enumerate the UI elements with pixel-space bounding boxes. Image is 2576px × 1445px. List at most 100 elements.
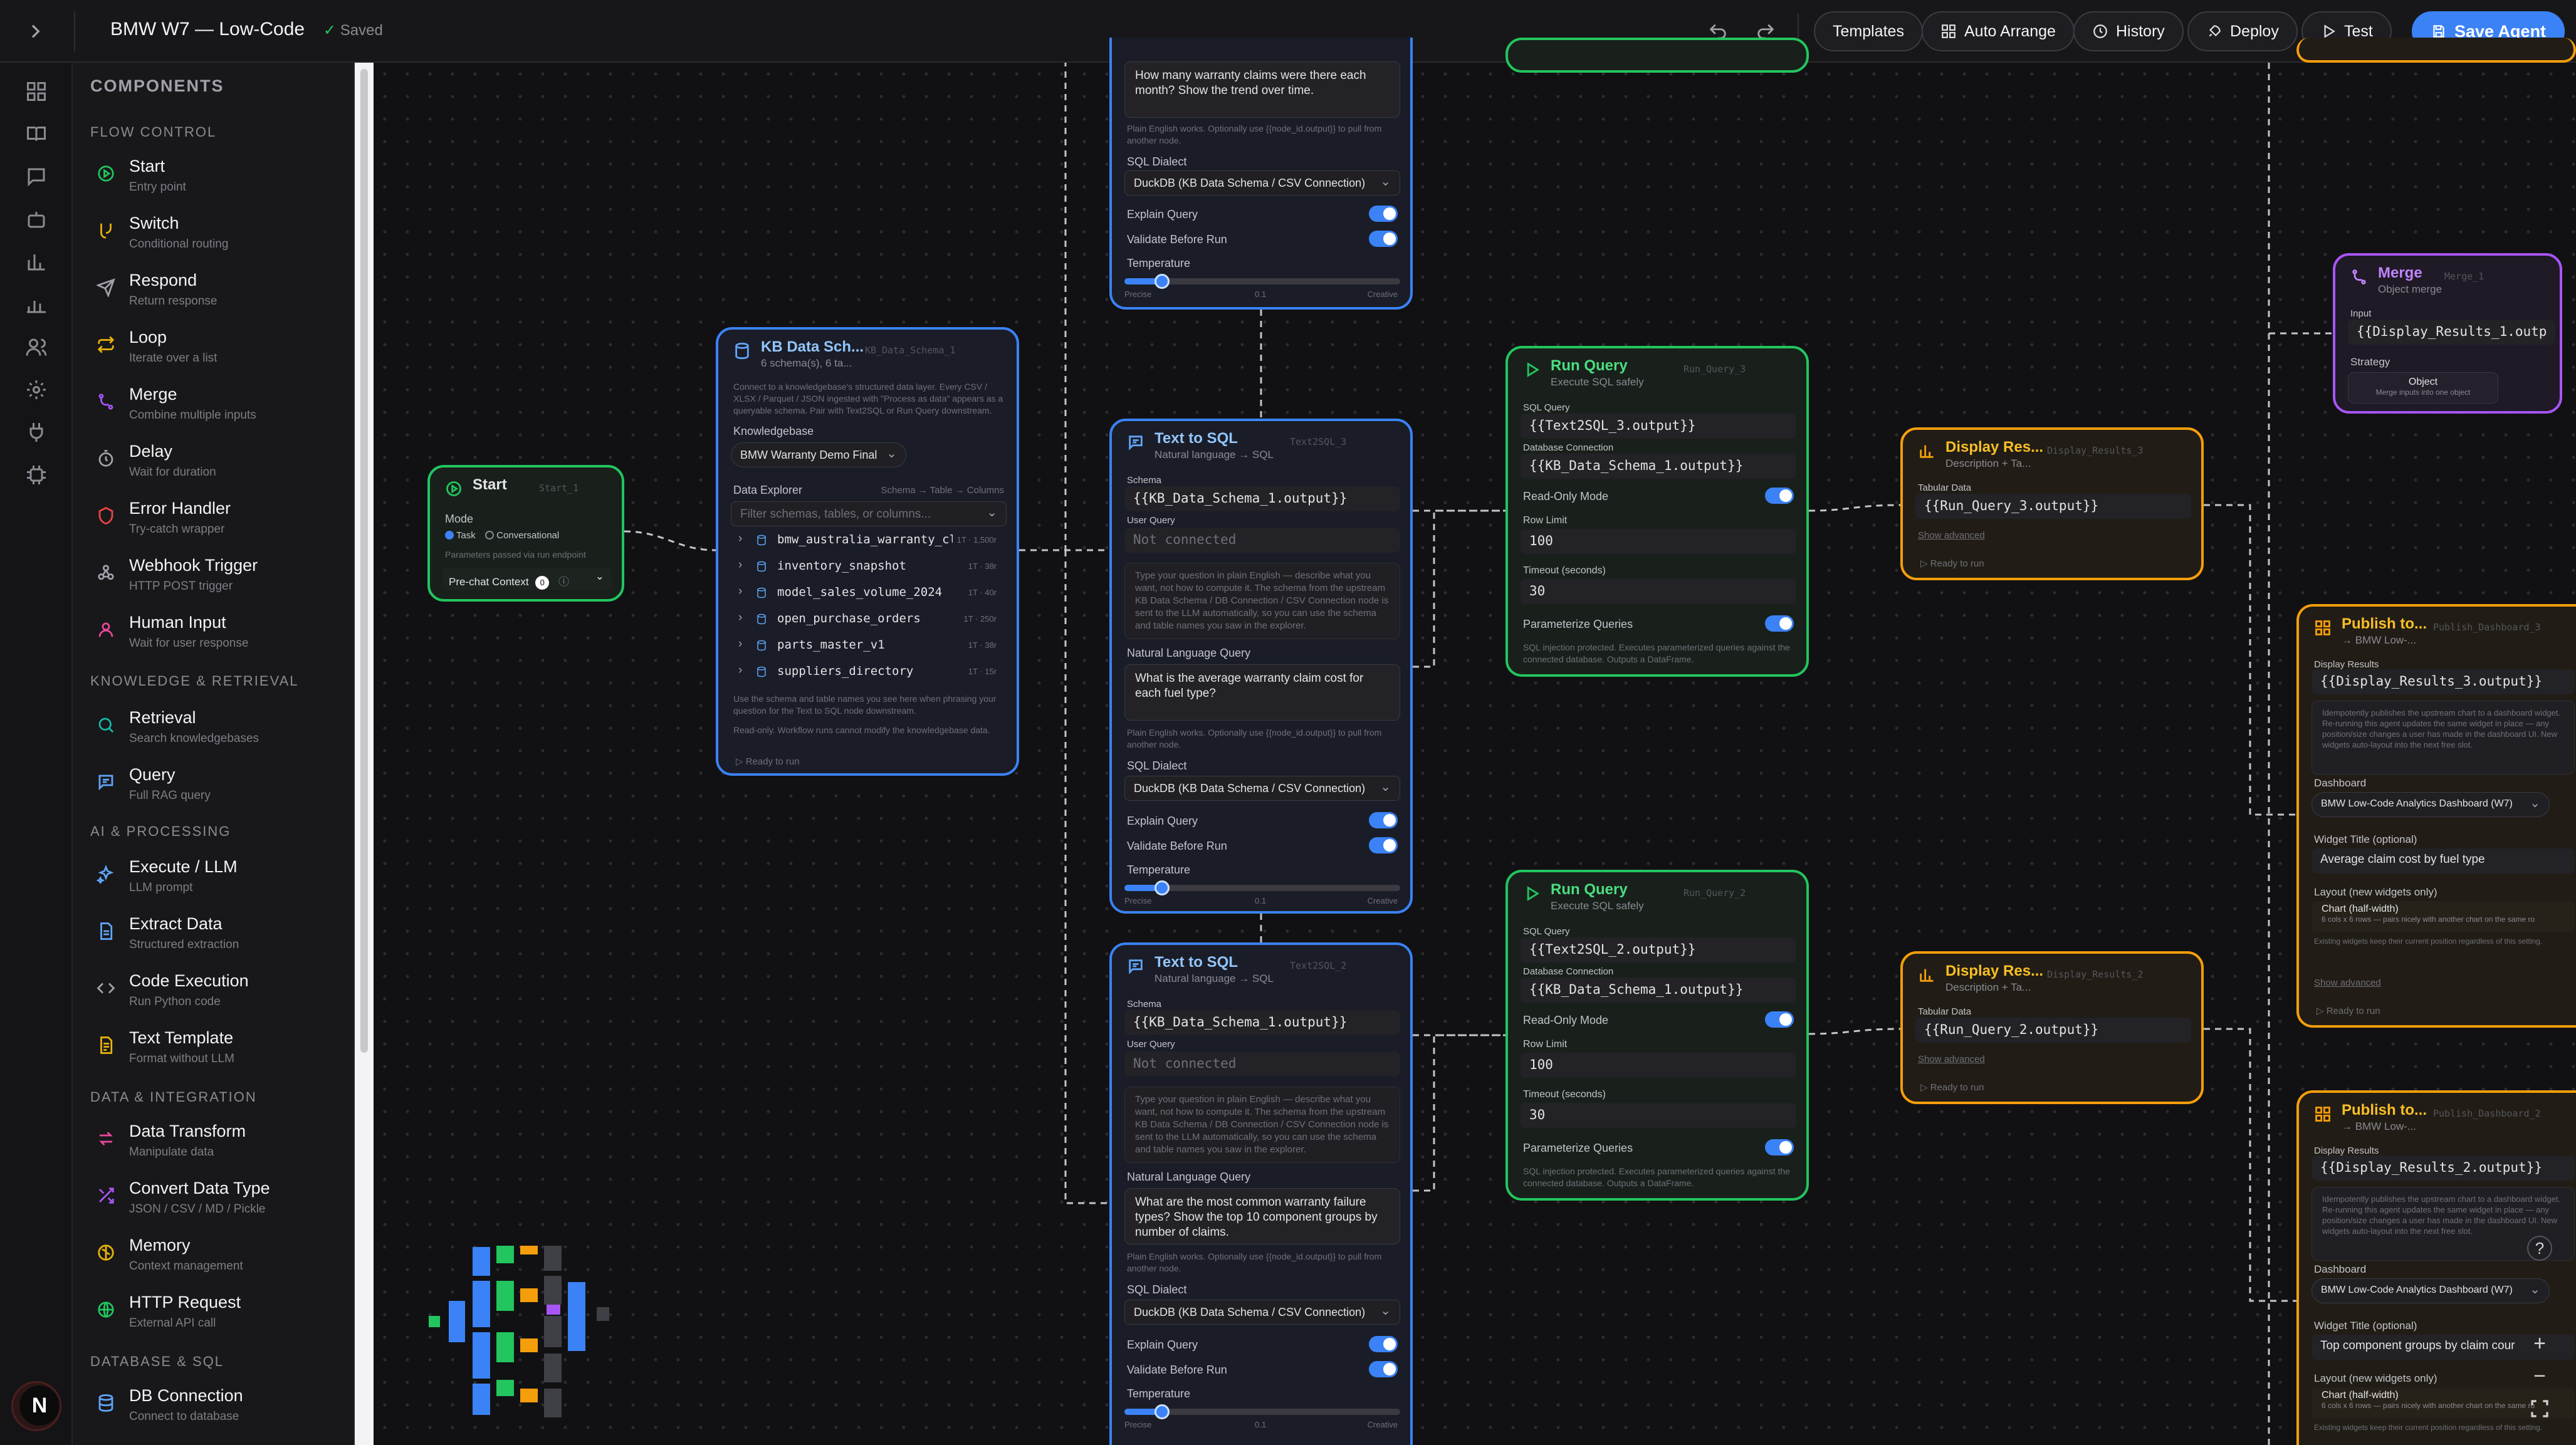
- schema-row[interactable]: ›bmw_australia_warranty_cle...1T · 1,500…: [733, 530, 997, 551]
- strategy-select[interactable]: Object Merge inputs into one object: [2348, 372, 2498, 404]
- validate-toggle[interactable]: [1369, 837, 1398, 853]
- knowledgebase-select[interactable]: BMW Warranty Demo Final: [731, 442, 906, 467]
- book-icon[interactable]: [25, 123, 48, 145]
- tabular-data-input[interactable]: {{Run_Query_2.output}}: [1915, 1018, 2191, 1043]
- nlq-input[interactable]: What are the most common warranty failur…: [1124, 1188, 1400, 1244]
- db-connection-input[interactable]: {{KB_Data_Schema_1.output}}: [1521, 978, 1796, 1003]
- dashboard-icon[interactable]: [25, 80, 48, 103]
- text-to-sql-3-node[interactable]: Text to SQL Natural language → SQL Text2…: [1109, 419, 1413, 914]
- merge-input[interactable]: {{Display_Results_1.outp: [2348, 320, 2555, 345]
- text-to-sql-top-node[interactable]: How many warranty claims were there each…: [1109, 38, 1413, 310]
- bar-chart-icon[interactable]: [25, 251, 48, 273]
- validate-toggle[interactable]: [1369, 1361, 1398, 1377]
- dashboard-select[interactable]: BMW Low-Code Analytics Dashboard (W7): [2312, 1278, 2550, 1303]
- sidebar-scrollbar[interactable]: [355, 63, 374, 1445]
- flow-canvas[interactable]: [374, 63, 2576, 1445]
- expand-sidebar-icon[interactable]: [25, 21, 45, 41]
- explain-query-toggle[interactable]: [1369, 812, 1398, 828]
- sql-dialect-select[interactable]: DuckDB (KB Data Schema / CSV Connection): [1124, 1300, 1400, 1325]
- layout-select[interactable]: Chart (half-width) 6 cols x 6 rows — pai…: [2312, 1387, 2575, 1419]
- sql-query-input[interactable]: {{Text2SQL_2.output}}: [1521, 937, 1796, 962]
- widget-title-input[interactable]: Top component groups by claim cour: [2312, 1335, 2575, 1360]
- fit-view-icon[interactable]: [2530, 1399, 2550, 1419]
- node-partial-top[interactable]: [1505, 38, 1809, 73]
- slider-knob[interactable]: [1154, 880, 1170, 895]
- row-limit-input[interactable]: 100: [1521, 1053, 1796, 1078]
- sql-query-input[interactable]: {{Text2SQL_3.output}}: [1521, 414, 1796, 439]
- help-button[interactable]: ?: [2527, 1236, 2552, 1261]
- sql-dialect-select[interactable]: DuckDB (KB Data Schema / CSV Connection): [1124, 170, 1400, 196]
- display-results-input[interactable]: {{Display_Results_3.output}}: [2312, 669, 2575, 694]
- natural-language-query-input[interactable]: How many warranty claims were there each…: [1124, 61, 1400, 118]
- timeout-input[interactable]: 30: [1521, 579, 1796, 604]
- slider-knob[interactable]: [1154, 274, 1170, 289]
- explain-query-toggle[interactable]: [1369, 1336, 1398, 1352]
- run-query-3-node[interactable]: Run Query Execute SQL safely Run_Query_3…: [1505, 346, 1809, 677]
- publish-dashboard-2-node[interactable]: Publish to... → BMW Low-... Publish_Dash…: [2296, 1090, 2576, 1445]
- text-to-sql-2-node[interactable]: Text to SQL Natural language → SQL Text2…: [1109, 942, 1413, 1445]
- temperature-slider[interactable]: [1124, 880, 1400, 895]
- dashboard-select[interactable]: BMW Low-Code Analytics Dashboard (W7): [2312, 792, 2550, 817]
- db-connection-input[interactable]: {{KB_Data_Schema_1.output}}: [1521, 454, 1796, 479]
- run-query-2-node[interactable]: Run Query Execute SQL safely Run_Query_2…: [1505, 870, 1809, 1201]
- nlq-input[interactable]: What is the average warranty claim cost …: [1124, 664, 1400, 721]
- plug-icon[interactable]: [25, 421, 48, 444]
- display-results-2-node[interactable]: Display Res... Description + Ta... Displ…: [1900, 951, 2204, 1104]
- explain-query-toggle[interactable]: [1369, 206, 1398, 222]
- row-limit-input[interactable]: 100: [1521, 529, 1796, 554]
- workflow-title[interactable]: BMW W7 — Low-Code: [110, 19, 305, 39]
- show-advanced-link[interactable]: Show advanced: [1918, 530, 1985, 541]
- user-query-input[interactable]: Not connected: [1124, 1051, 1400, 1077]
- prechat-context-toggle[interactable]: Pre-chat Context 0 ⓘ ⌄: [442, 568, 612, 590]
- scrollbar-thumb[interactable]: [360, 69, 368, 1053]
- start-node[interactable]: Start Start_1 Mode Task Conversational P…: [427, 465, 624, 602]
- bot-icon[interactable]: [25, 208, 48, 231]
- auto-arrange-button[interactable]: Auto Arrange: [1922, 11, 2075, 51]
- mode-radio-task[interactable]: Task: [445, 530, 476, 541]
- parameterize-toggle[interactable]: [1765, 615, 1794, 632]
- history-button[interactable]: History: [2073, 11, 2184, 51]
- zoom-in-button[interactable]: +: [2533, 1332, 2546, 1355]
- avatar[interactable]: N: [11, 1381, 61, 1431]
- temperature-slider[interactable]: [1124, 1404, 1400, 1419]
- temperature-slider[interactable]: [1124, 274, 1400, 289]
- publish-dashboard-3-node[interactable]: Publish to... → BMW Low-... Publish_Dash…: [2296, 604, 2576, 1028]
- display-results-3-node[interactable]: Display Res... Description + Ta... Displ…: [1900, 427, 2204, 580]
- schema-input[interactable]: {{KB_Data_Schema_1.output}}: [1124, 486, 1400, 511]
- layout-select[interactable]: Chart (half-width) 6 cols x 6 rows — pai…: [2312, 901, 2575, 932]
- node-partial-top-right[interactable]: [2296, 38, 2576, 63]
- templates-button[interactable]: Templates: [1814, 11, 1923, 51]
- slider-knob[interactable]: [1154, 1404, 1170, 1419]
- show-advanced-link[interactable]: Show advanced: [1918, 1054, 1985, 1065]
- schema-input[interactable]: {{KB_Data_Schema_1.output}}: [1124, 1010, 1400, 1035]
- user-query-input[interactable]: Not connected: [1124, 528, 1400, 553]
- users-icon[interactable]: [25, 336, 48, 358]
- validate-toggle[interactable]: [1369, 231, 1398, 247]
- sql-dialect-select[interactable]: DuckDB (KB Data Schema / CSV Connection): [1124, 776, 1400, 801]
- chip-icon[interactable]: [25, 464, 48, 486]
- parameterize-toggle[interactable]: [1765, 1139, 1794, 1155]
- kb-data-schema-node[interactable]: KB Data Sch... 6 schema(s), 6 ta... KB_D…: [716, 327, 1019, 776]
